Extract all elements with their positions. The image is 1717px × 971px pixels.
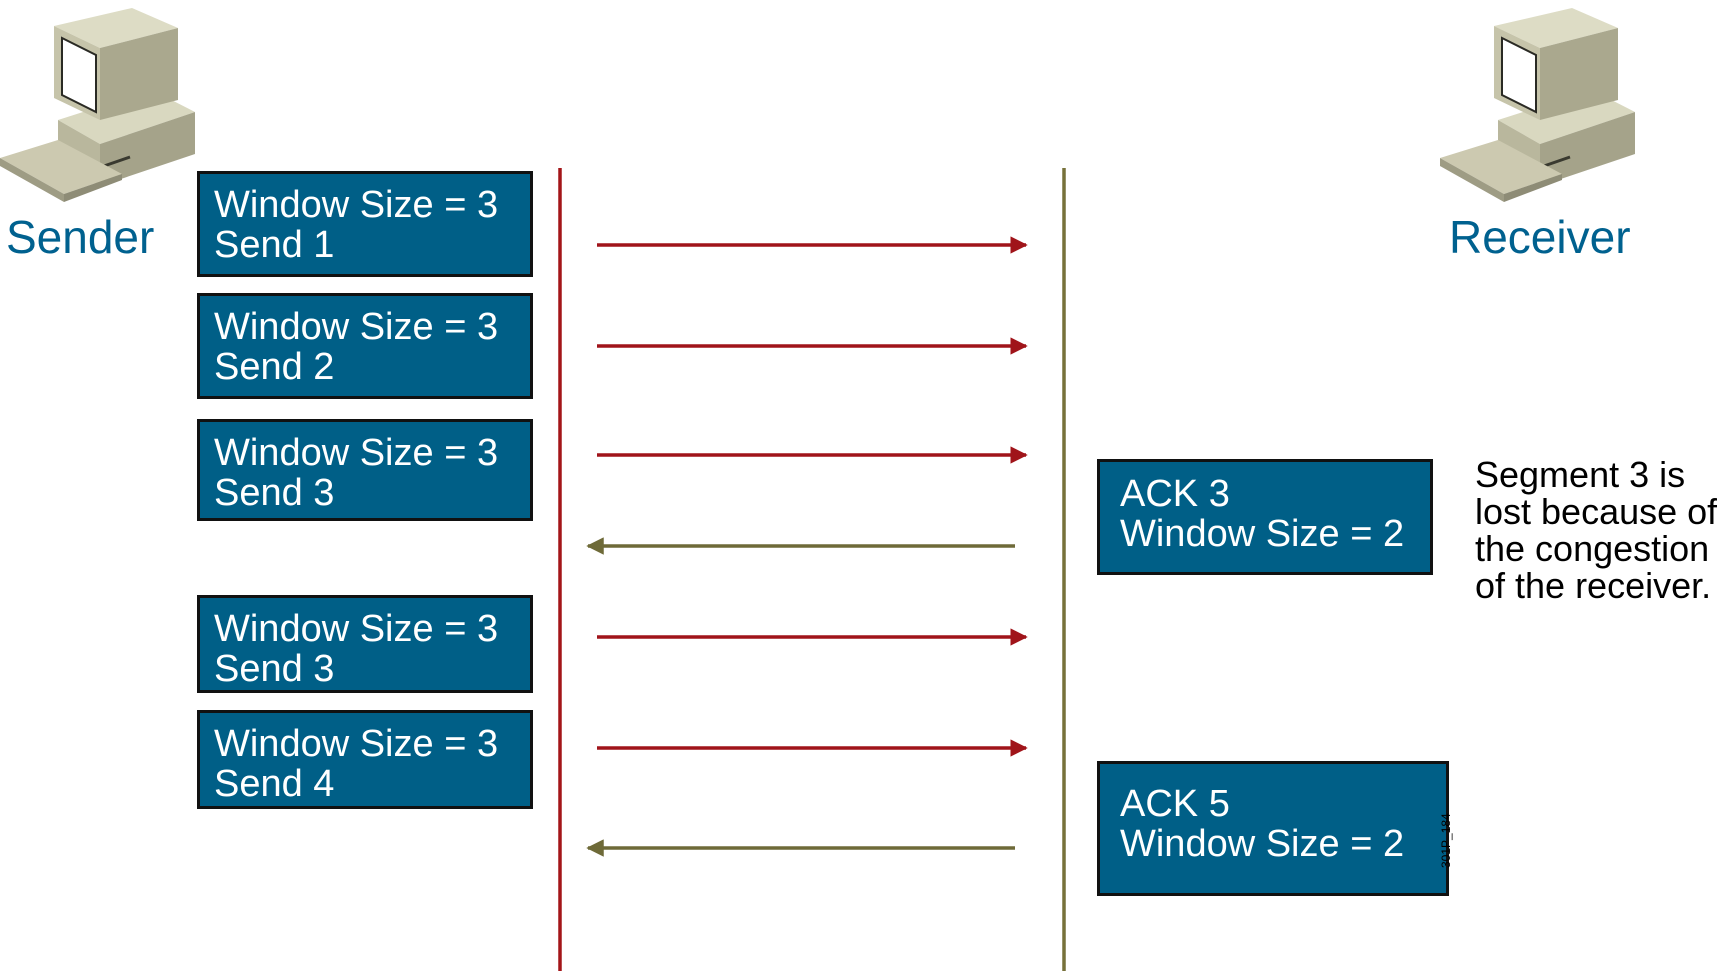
send-box-segment: Send 2 (214, 346, 335, 388)
sender-label: Sender (6, 211, 155, 263)
send-box-4: Window Size = 3 Send 3 (197, 595, 533, 693)
ack-box-ack-number: ACK 5 (1120, 783, 1230, 825)
note-line: the congestion (1475, 528, 1710, 569)
send-box-segment: Send 4 (214, 763, 335, 805)
note-line: Segment 3 is (1475, 454, 1686, 495)
note-line: of the receiver. (1475, 565, 1712, 606)
send-box-2: Window Size = 3 Send 2 (197, 293, 533, 399)
ack-box-1: ACK 3 Window Size = 2 (1097, 459, 1433, 575)
send-box-1: Window Size = 3 Send 1 (197, 171, 533, 277)
ack-box-window-size: Window Size = 2 (1120, 823, 1405, 865)
send-box-segment: Send 1 (214, 224, 335, 266)
ack-box-window-size: Window Size = 2 (1120, 513, 1405, 555)
ack-box-ack-number: ACK 3 (1120, 473, 1230, 515)
ack-box-2: ACK 5 Window Size = 2 (1097, 761, 1449, 896)
send-box-3: Window Size = 3 Send 3 (197, 419, 533, 521)
send-box-window-size: Window Size = 3 (214, 184, 499, 226)
note-line: lost because of (1475, 491, 1717, 532)
receiver-computer-icon (1440, 8, 1635, 202)
figure-id: 301P_184 (1439, 813, 1453, 868)
send-box-segment: Send 3 (214, 472, 335, 514)
send-box-segment: Send 3 (214, 648, 335, 690)
send-box-window-size: Window Size = 3 (214, 608, 499, 650)
receiver-label: Receiver (1449, 211, 1631, 263)
send-box-window-size: Window Size = 3 (214, 432, 499, 474)
send-box-window-size: Window Size = 3 (214, 306, 499, 348)
segment-lost-note: Segment 3 is lost because of the congest… (1475, 454, 1717, 606)
sender-computer-icon (0, 8, 195, 202)
send-box-5: Window Size = 3 Send 4 (197, 710, 533, 809)
send-box-window-size: Window Size = 3 (214, 723, 499, 765)
